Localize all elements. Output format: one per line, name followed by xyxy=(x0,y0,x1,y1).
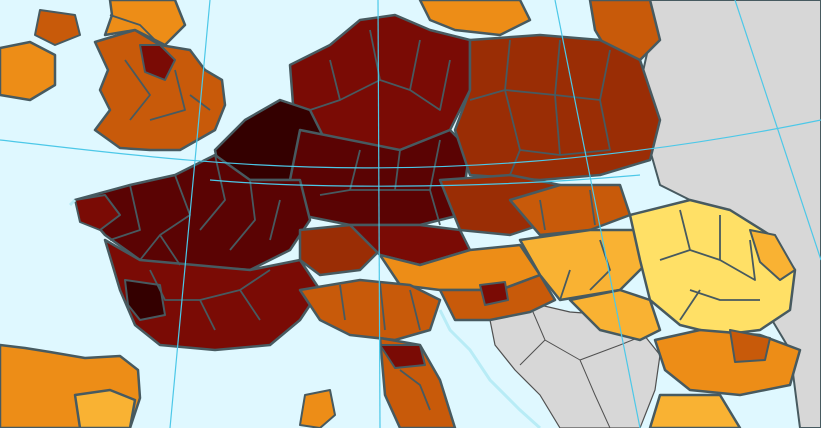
region-italy-north[interactable] xyxy=(298,278,442,342)
region-brittany[interactable] xyxy=(74,194,121,231)
region-northern-ireland[interactable] xyxy=(34,9,81,46)
region-great-britain-north[interactable] xyxy=(103,0,187,47)
border-lines-britain xyxy=(109,14,211,121)
border-lines-romania xyxy=(659,209,760,321)
region-zagreb[interactable] xyxy=(479,281,509,306)
region-london[interactable] xyxy=(139,44,176,81)
no-data-balkans xyxy=(489,304,661,428)
graticule-parallel-central xyxy=(209,174,641,187)
region-scandinavia[interactable] xyxy=(418,0,532,37)
border-lines-italy xyxy=(339,282,431,411)
region-sardinia[interactable] xyxy=(299,389,336,428)
region-hungary[interactable] xyxy=(518,228,652,302)
region-poland[interactable] xyxy=(453,33,662,182)
region-iberia-east[interactable] xyxy=(73,388,137,428)
region-greece[interactable] xyxy=(648,393,742,428)
region-france-south[interactable] xyxy=(103,238,322,352)
region-sofia[interactable] xyxy=(729,329,771,363)
region-bordeaux[interactable] xyxy=(124,279,166,321)
no-data-balkans-borders xyxy=(519,304,646,428)
graticule-meridian-west xyxy=(169,0,211,428)
region-ireland[interactable] xyxy=(0,40,57,102)
region-moldova-border[interactable] xyxy=(749,229,796,281)
nuts-regions[interactable] xyxy=(0,0,802,428)
graticule-meridian-central xyxy=(377,0,381,428)
border-lines-germany xyxy=(309,29,451,226)
graticule-parallel-north xyxy=(0,119,821,169)
border-lines-balkans xyxy=(539,189,611,301)
coast-fringe xyxy=(68,198,542,428)
graticule-meridian-east xyxy=(554,0,641,428)
region-emilia[interactable] xyxy=(379,344,426,369)
region-serbia[interactable] xyxy=(568,288,662,342)
graticule-meridian-far-east xyxy=(734,0,821,261)
